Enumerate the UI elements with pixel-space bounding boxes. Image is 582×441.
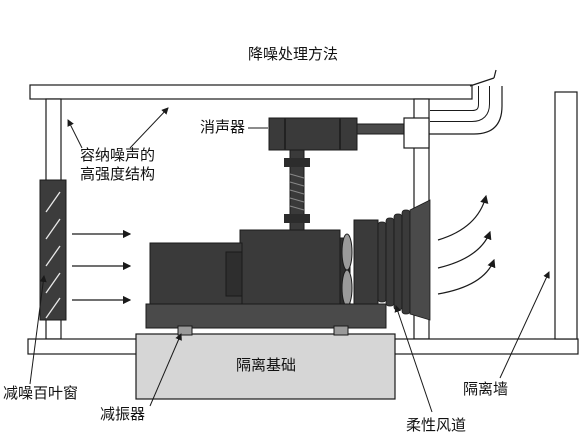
- louver-label: 减噪百叶窗: [3, 384, 79, 402]
- duct-label: 柔性风道: [406, 416, 467, 434]
- intake-arrows: [72, 229, 132, 305]
- vertical-pipe: [284, 149, 310, 233]
- foundation-label: 隔离基础: [236, 356, 297, 374]
- engine-block: [239, 229, 341, 305]
- muffler: [268, 117, 358, 151]
- diagram-title: 降噪处理方法: [248, 45, 339, 63]
- muffler-label: 消声器: [200, 118, 246, 136]
- enclosure-roof: [29, 84, 473, 100]
- wall-label: 隔离墙: [463, 380, 509, 398]
- cooling-fan: [339, 233, 353, 307]
- exhaust-pipe: [429, 69, 503, 135]
- exhaust-airflow-arrows: [437, 194, 496, 295]
- isolator-label: 减振器: [100, 405, 146, 423]
- exhaust-junction: [403, 117, 430, 149]
- exhaust-link-pipe: [355, 123, 405, 135]
- skid-base: [145, 303, 387, 329]
- vibration-isolator: [333, 325, 349, 336]
- structure-label-line1: 容纳噪声的: [80, 146, 156, 164]
- vibration-isolator: [177, 325, 193, 336]
- isolation-foundation: [135, 333, 396, 400]
- structure-label-line2: 高强度结构: [80, 165, 156, 183]
- louver-window: [39, 179, 67, 321]
- flexible-duct: [377, 199, 431, 321]
- radiator: [353, 219, 379, 305]
- leader-lines: [29, 107, 550, 413]
- isolation-wall: [554, 91, 578, 340]
- coupling: [225, 251, 243, 297]
